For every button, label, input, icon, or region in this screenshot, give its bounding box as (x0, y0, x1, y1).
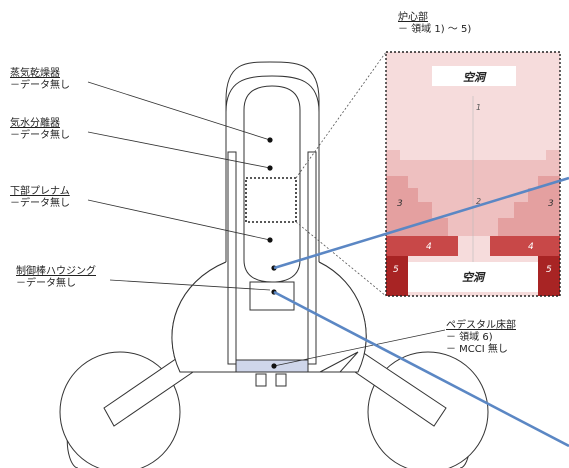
core-map: 空洞 空洞 1 2 3 3 4 4 5 5 (385, 51, 561, 297)
core-sub: － 領域 1) ～ 5) (398, 24, 472, 35)
dryer-sub: －データ無し (10, 80, 70, 91)
region-5-label-left: 5 (393, 265, 399, 275)
pedestal-label: ペデスタル床部 － 領域 6) － MCCI 無し (446, 320, 516, 356)
separator-sub: －データ無し (10, 130, 70, 141)
dryer-label: 蒸気乾燥器 －データ無し (10, 68, 70, 92)
pedestal-skirt (319, 351, 359, 373)
probe-line-upper (273, 176, 569, 270)
shield-wall-left (227, 151, 237, 365)
crd-housing-box (249, 281, 295, 311)
separator-title: 気水分離器 (10, 118, 60, 129)
sump-left (255, 373, 267, 387)
void-top-label: 空洞 (463, 71, 487, 84)
dryer-title: 蒸気乾燥器 (10, 68, 60, 79)
zoom-line-bottom (295, 221, 387, 297)
region-5-label-right: 5 (546, 265, 552, 275)
rpv-vessel (243, 85, 301, 283)
region-4-label-right: 4 (528, 242, 534, 252)
pedestal-sub1: － 領域 6) (446, 332, 493, 343)
leader-lines (87, 81, 446, 367)
core-label: 炉心部 － 領域 1) ～ 5) (398, 12, 471, 36)
crd-title: 制御棒ハウジング (16, 266, 96, 277)
region-1-label: 1 (476, 103, 481, 112)
pedestal-title: ペデスタル床部 (446, 320, 516, 331)
plenum-sub: －データ無し (10, 198, 70, 209)
plenum-title: 下部プレナム (10, 186, 70, 197)
pedestal-sub2: － MCCI 無し (446, 344, 508, 355)
zoom-line-top (295, 51, 387, 179)
region-4-label-left: 4 (426, 242, 432, 252)
crd-label: 制御棒ハウジング －データ無し (16, 266, 96, 290)
region4-right (490, 236, 560, 256)
plenum-label: 下部プレナム －データ無し (10, 186, 70, 210)
region-3-label-left: 3 (397, 199, 403, 209)
core-title: 炉心部 (398, 12, 428, 23)
region5-left (386, 256, 408, 296)
crd-sub: －データ無し (16, 278, 76, 289)
void-bottom (408, 262, 538, 292)
separator-label: 気水分離器 －データ無し (10, 118, 70, 142)
sump-right (275, 373, 287, 387)
region4-left (386, 236, 458, 256)
region-2-label: 2 (476, 197, 481, 206)
region-3-label-right: 3 (548, 199, 554, 209)
probe-line-lower (273, 290, 569, 448)
void-top (432, 66, 516, 86)
region5-right (538, 256, 560, 296)
void-bottom-label: 空洞 (462, 271, 486, 284)
core-region-box (245, 177, 297, 223)
